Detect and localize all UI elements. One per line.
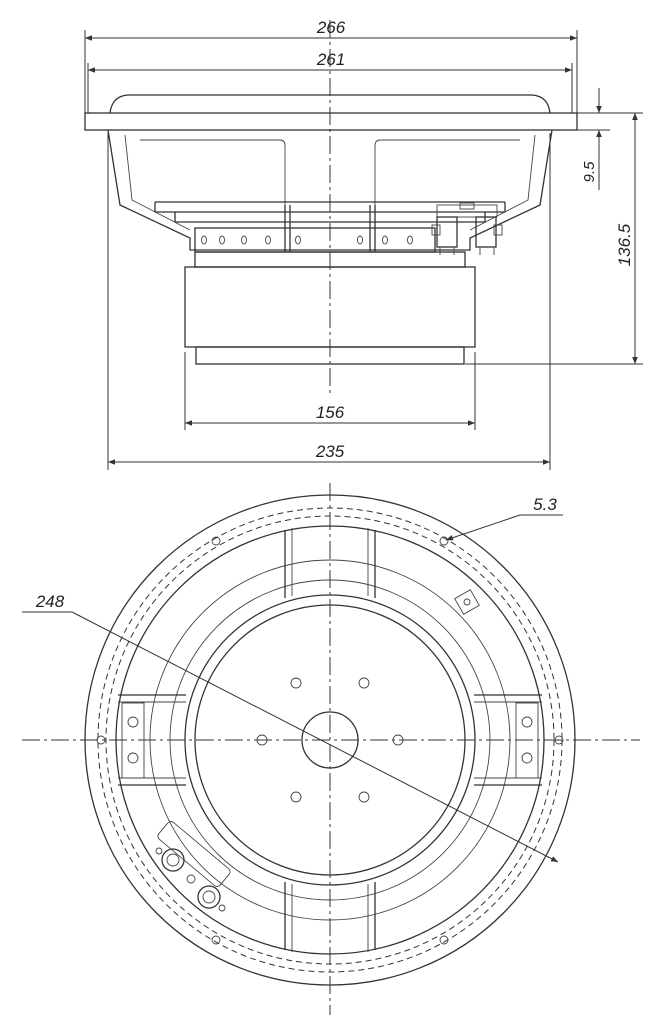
dim-magnet-diameter: 156 <box>316 403 345 422</box>
side-dimensions: 266 261 9.5 136.5 156 235 <box>84 18 643 470</box>
frame-mount-holes <box>96 536 564 945</box>
spider-vent-ring <box>194 227 436 253</box>
basket-spokes <box>118 528 542 952</box>
dim-total-depth: 136.5 <box>615 223 634 266</box>
vent-tab <box>454 589 480 615</box>
basket-outline <box>107 129 553 251</box>
flange <box>84 112 578 131</box>
basket-rim <box>115 525 545 955</box>
bolt-circle-inner <box>105 515 555 965</box>
magnet-mount-holes <box>256 677 404 803</box>
frame-outer-circle <box>84 494 576 986</box>
terminal-post-2 <box>197 885 221 909</box>
bolt-circle-outer <box>97 507 563 973</box>
spoke-holes <box>127 716 533 764</box>
magnet-circle <box>194 604 466 876</box>
dim-overall-diameter: 266 <box>316 18 346 37</box>
terminal-post-1 <box>161 848 185 872</box>
dim-flange-width: 261 <box>316 50 345 69</box>
vent-holes <box>201 235 413 245</box>
side-view <box>84 20 578 395</box>
dim-bolt-circle: 248 <box>35 592 65 611</box>
pole-vent <box>301 711 359 769</box>
dim-flange-height: 9.5 <box>581 161 598 183</box>
terminal-block-side <box>431 202 503 255</box>
dim-mount-hole: 5.3 <box>533 495 557 514</box>
dim-cutout-diameter: 235 <box>315 442 345 461</box>
basket-window-right <box>374 139 520 205</box>
terminal-block-front <box>155 821 231 912</box>
basket-window-left <box>140 139 286 205</box>
front-view: 248 5.3 <box>22 483 640 1015</box>
